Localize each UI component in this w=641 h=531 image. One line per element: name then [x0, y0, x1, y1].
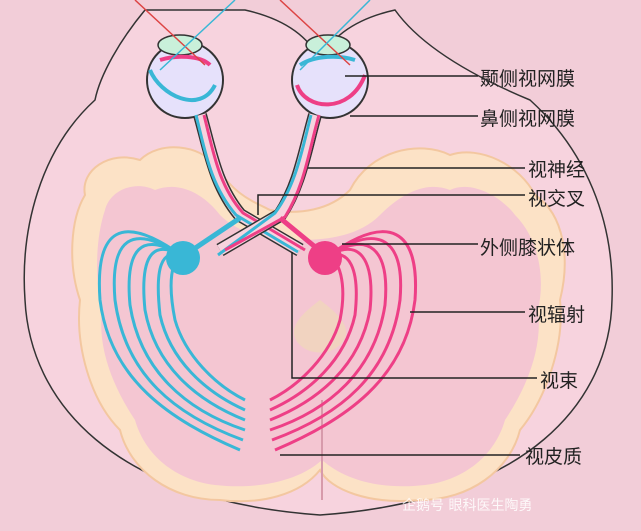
- watermark: 企鹅号 眼科医生陶勇: [402, 498, 533, 514]
- label-temporal-retina: 颞侧视网膜: [480, 68, 576, 90]
- light-ray: [299, 0, 371, 71]
- label-optic-radiation: 视辐射: [528, 304, 586, 326]
- right-lateral-geniculate: [308, 241, 342, 275]
- label-lateral-geniculate: 外侧膝状体: [480, 237, 576, 259]
- leader-lines: [257, 75, 537, 456]
- left-eye: [146, 34, 224, 119]
- label-optic-nerve: 视神经: [528, 159, 586, 181]
- label-optic-chiasm: 视交叉: [528, 188, 586, 210]
- label-optic-tract: 视束: [540, 370, 579, 392]
- left-lateral-geniculate: [166, 241, 200, 275]
- label-nasal-retina: 鼻侧视网膜: [480, 108, 576, 130]
- light-ray: [279, 0, 351, 66]
- light-ray: [159, 0, 236, 71]
- right-eye: [291, 34, 369, 119]
- light-ray: [134, 0, 206, 66]
- label-visual-cortex: 视皮质: [525, 446, 583, 468]
